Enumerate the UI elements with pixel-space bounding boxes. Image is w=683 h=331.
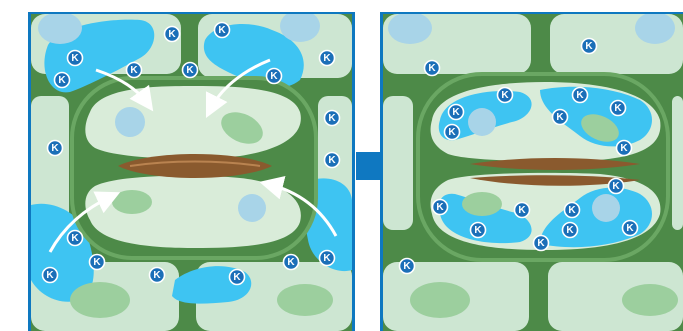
potassium-ion: K: [449, 105, 464, 120]
potassium-ion: K: [267, 69, 282, 84]
potassium-ion: K: [425, 61, 440, 76]
potassium-ion-label: K: [328, 113, 336, 124]
potassium-ion-label: K: [46, 270, 54, 281]
potassium-ion-label: K: [186, 65, 194, 76]
potassium-ion: K: [445, 125, 460, 140]
potassium-ion-label: K: [576, 90, 584, 101]
potassium-ion: K: [90, 255, 105, 270]
potassium-ion: K: [553, 110, 568, 125]
potassium-ion-label: K: [566, 225, 574, 236]
potassium-ion-label: K: [168, 29, 176, 40]
potassium-ion-label: K: [58, 75, 66, 86]
potassium-ion-label: K: [474, 225, 482, 236]
potassium-ion-label: K: [51, 143, 59, 154]
potassium-ion: K: [48, 141, 63, 156]
potassium-ion-label: K: [323, 253, 331, 264]
potassium-ion: K: [165, 27, 180, 42]
potassium-ion: K: [68, 231, 83, 246]
nucleus: [635, 12, 675, 44]
nucleus: [38, 12, 82, 44]
potassium-ion: K: [127, 63, 142, 78]
potassium-ion-label: K: [537, 238, 545, 249]
potassium-ion-label: K: [233, 272, 241, 283]
potassium-ion-label: K: [93, 257, 101, 268]
nucleus: [115, 107, 145, 137]
chloroplast: [70, 282, 130, 318]
chloroplast: [622, 284, 678, 316]
nucleus: [280, 10, 320, 42]
potassium-ion: K: [68, 51, 83, 66]
potassium-ion: K: [400, 259, 415, 274]
potassium-ion-label: K: [403, 261, 411, 272]
potassium-ion-label: K: [556, 112, 564, 123]
potassium-ion-label: K: [328, 155, 336, 166]
potassium-ion: K: [565, 203, 580, 218]
potassium-ion: K: [471, 223, 486, 238]
potassium-ion: K: [433, 200, 448, 215]
potassium-ion: K: [498, 88, 513, 103]
potassium-ion: K: [325, 111, 340, 126]
potassium-ion-label: K: [518, 205, 526, 216]
nucleus: [592, 194, 620, 222]
potassium-ion: K: [320, 51, 335, 66]
potassium-ion-label: K: [568, 205, 576, 216]
potassium-ion: K: [573, 88, 588, 103]
potassium-ion: K: [563, 223, 578, 238]
potassium-ion: K: [215, 23, 230, 38]
potassium-ion: K: [43, 268, 58, 283]
potassium-ion: K: [609, 179, 624, 194]
epidermal-cell: [672, 96, 683, 230]
potassium-ion-label: K: [153, 270, 161, 281]
nucleus: [238, 194, 266, 222]
potassium-ion-label: K: [626, 223, 634, 234]
potassium-ion: K: [284, 255, 299, 270]
potassium-ion-label: K: [448, 127, 456, 138]
nucleus: [468, 108, 496, 136]
potassium-ion-label: K: [71, 53, 79, 64]
potassium-ion-label: K: [501, 90, 509, 101]
potassium-ion: K: [611, 101, 626, 116]
chloroplast: [410, 282, 470, 318]
potassium-ion-label: K: [452, 107, 460, 118]
potassium-ion-label: K: [436, 202, 444, 213]
potassium-ion: K: [183, 63, 198, 78]
chloroplast: [277, 284, 333, 316]
potassium-ion-label: K: [612, 181, 620, 192]
potassium-ion: K: [515, 203, 530, 218]
chloroplast: [112, 190, 152, 214]
potassium-ion: K: [320, 251, 335, 266]
potassium-ion-label: K: [218, 25, 226, 36]
potassium-ion-label: K: [287, 257, 295, 268]
chloroplast: [462, 192, 502, 216]
potassium-ion-label: K: [428, 63, 436, 74]
potassium-ion: K: [150, 268, 165, 283]
potassium-ion: K: [55, 73, 70, 88]
potassium-ion: K: [230, 270, 245, 285]
potassium-ion: K: [582, 39, 597, 54]
potassium-ion-label: K: [620, 143, 628, 154]
potassium-ion-label: K: [270, 71, 278, 82]
potassium-ion-label: K: [614, 103, 622, 114]
potassium-ion: K: [617, 141, 632, 156]
potassium-ion-label: K: [323, 53, 331, 64]
potassium-ion: K: [325, 153, 340, 168]
potassium-ion: K: [623, 221, 638, 236]
potassium-ion-label: K: [585, 41, 593, 52]
potassium-ion-label: K: [71, 233, 79, 244]
epidermal-cell: [383, 96, 413, 230]
nucleus: [388, 12, 432, 44]
potassium-ion: K: [534, 236, 549, 251]
guard-cell-lower: [85, 176, 301, 248]
potassium-ion-label: K: [130, 65, 138, 76]
